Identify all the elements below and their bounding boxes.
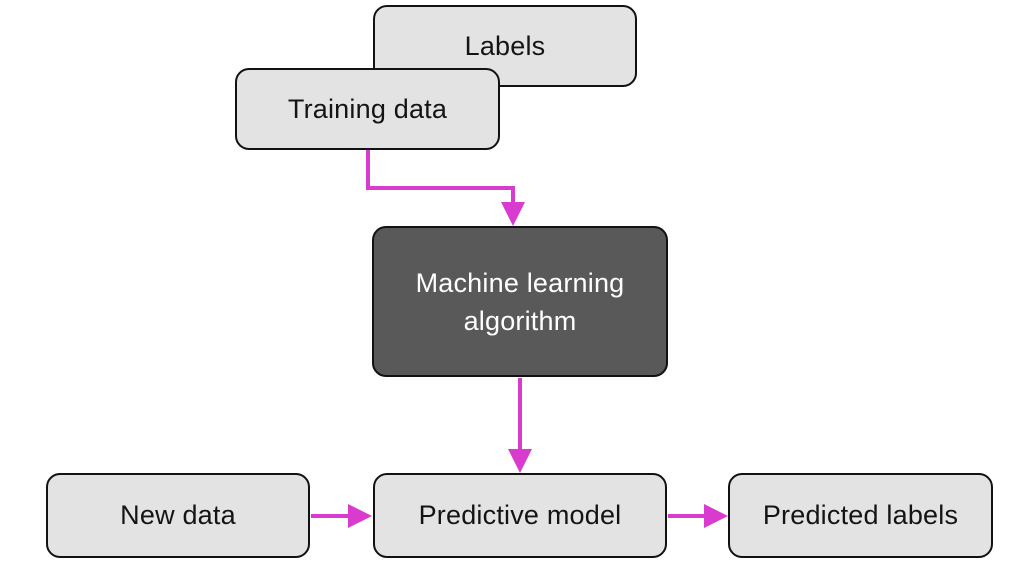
node-predictive-model-text: Predictive model xyxy=(418,500,622,530)
node-training-data-text: Training data xyxy=(287,93,448,124)
arrow-training-data-to-ml-algorithm xyxy=(366,150,525,226)
node-new-data: New data xyxy=(46,473,310,558)
arrow-ml-algorithm-to-predictive-model xyxy=(508,378,532,473)
node-new-data-text: New data xyxy=(120,500,236,530)
arrow-new-data-to-predictive-model xyxy=(311,504,372,528)
node-predicted-labels-text: Predicted labels xyxy=(762,500,959,530)
node-predicted-labels: Predicted labels xyxy=(728,473,993,558)
arrow-predictive-model-to-predicted-labels xyxy=(668,504,728,528)
node-machine-learning-algorithm: Machine learning algorithm xyxy=(372,226,668,377)
node-machine-learning-algorithm-text: Machine learning algorithm xyxy=(415,267,625,336)
node-training-data: Training data xyxy=(235,68,500,150)
node-predictive-model: Predictive model xyxy=(373,473,667,558)
node-labels-text: Labels xyxy=(464,30,546,61)
